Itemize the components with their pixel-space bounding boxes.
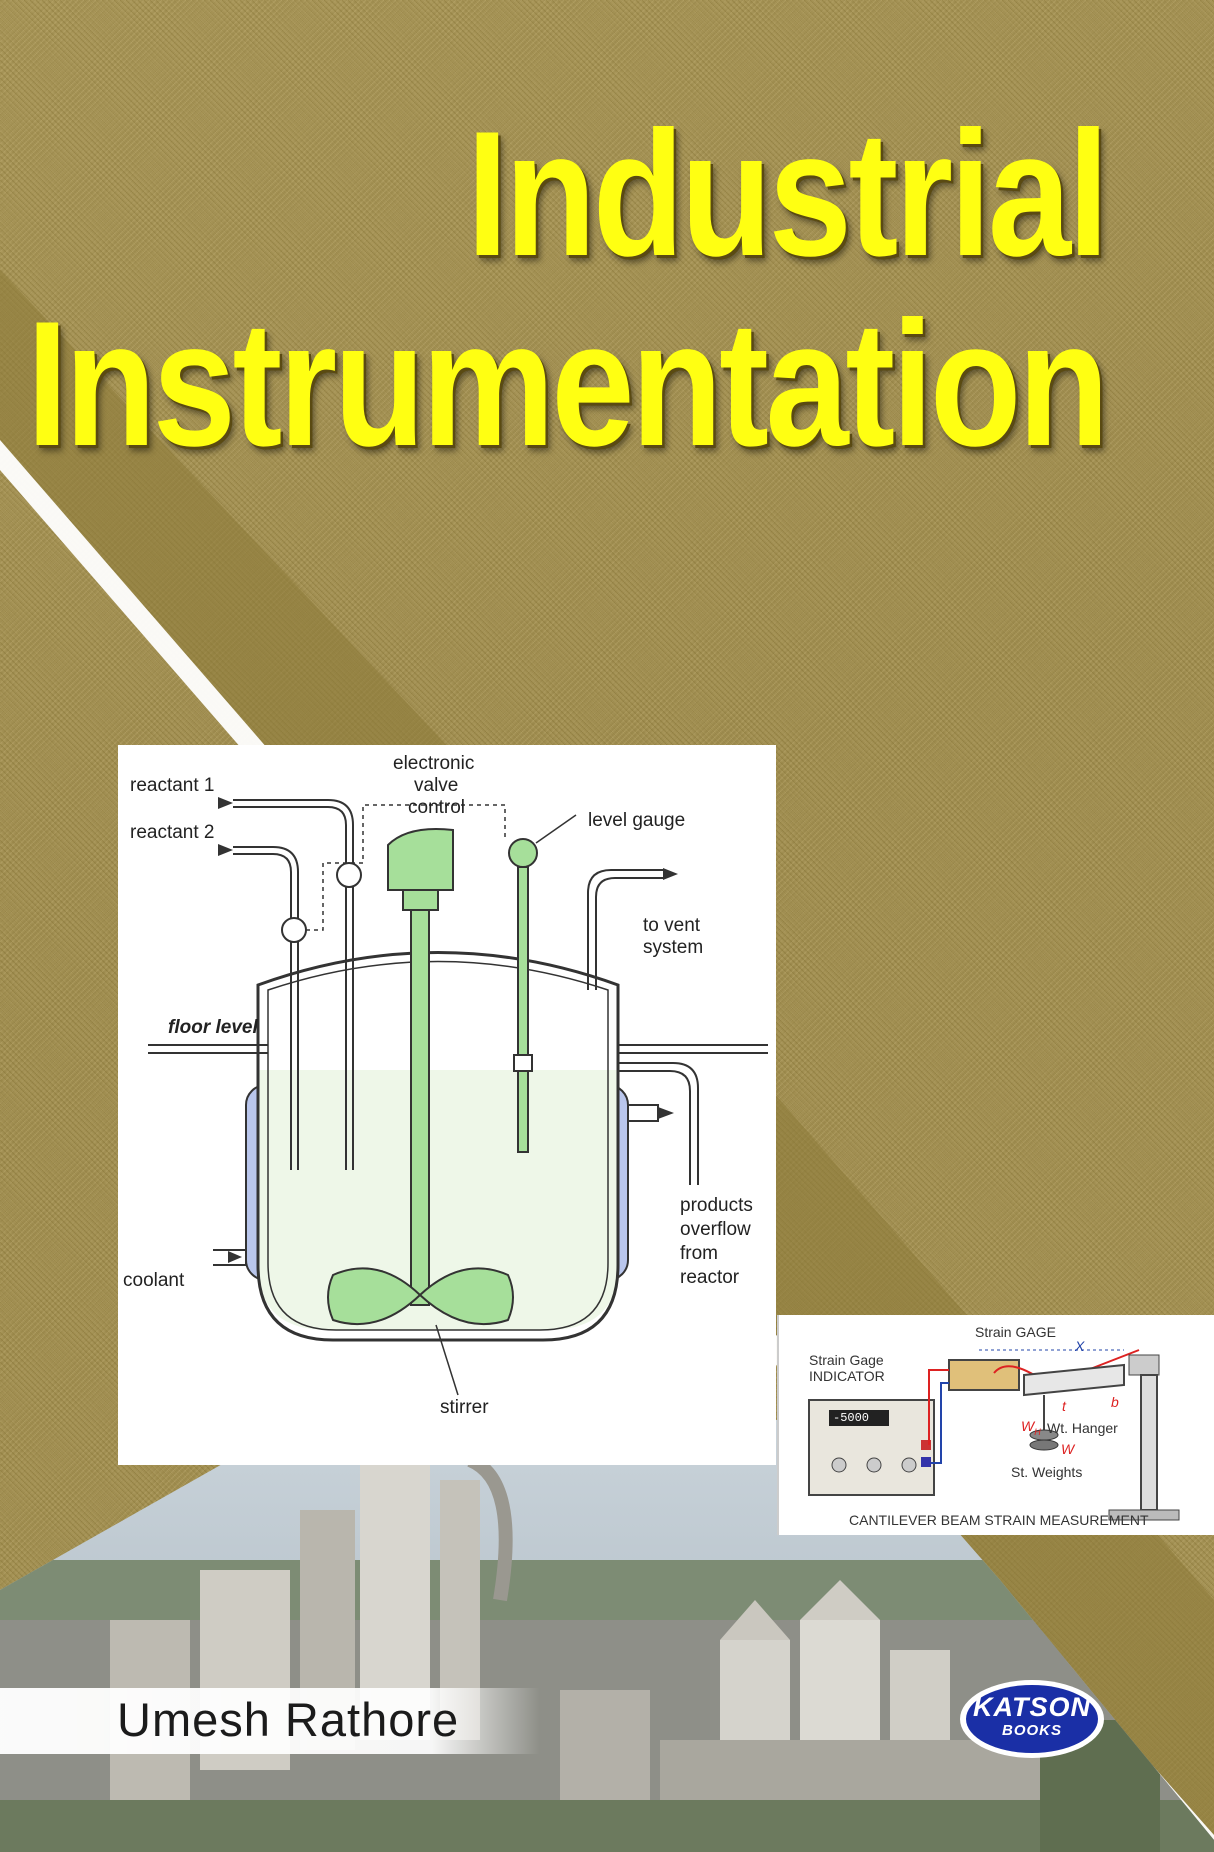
symbol-wh-main: W xyxy=(1021,1418,1035,1434)
label-electronic: electronic xyxy=(393,753,475,774)
label-control: control xyxy=(408,797,466,818)
book-title: Industrial Instrumentation xyxy=(0,94,1110,483)
label-indicator: INDICATOR xyxy=(809,1368,885,1384)
stirrer-motor xyxy=(387,828,454,891)
label-valve: valve xyxy=(414,775,459,796)
label-reactor: reactor xyxy=(680,1267,740,1288)
title-line-1: Industrial xyxy=(466,94,1110,293)
symbol-t: t xyxy=(1062,1398,1066,1414)
author-name: Umesh Rathore xyxy=(117,1693,460,1746)
symbol-b: b xyxy=(1111,1394,1119,1410)
label-system: system xyxy=(643,937,704,958)
logo-text-katson: KATSON xyxy=(973,1692,1091,1722)
label-strain-gage: Strain Gage xyxy=(809,1352,884,1368)
author-band xyxy=(0,1688,540,1754)
symbol-x: X xyxy=(1075,1338,1085,1354)
logo-text-books: BOOKS xyxy=(1001,1722,1062,1739)
label-coolant: coolant xyxy=(123,1270,185,1291)
reactor-vessel xyxy=(256,951,620,1342)
label-floor-level: floor level xyxy=(168,1017,258,1038)
label-wt-hanger: Wt. Hanger xyxy=(1047,1420,1118,1436)
label-st-weights: St. Weights xyxy=(1011,1464,1083,1480)
valve-1 xyxy=(281,917,307,943)
reactor-diagram: reactant 1 reactant 2 electronic valve c… xyxy=(118,745,776,1465)
stirrer-shaft xyxy=(410,909,430,1306)
label-products: products xyxy=(680,1195,753,1216)
symbol-wh: WH xyxy=(1021,1418,1041,1438)
strain-gage-block xyxy=(948,1359,1020,1391)
label-from: from xyxy=(680,1243,718,1264)
title-line-2: Instrumentation xyxy=(26,284,1110,483)
label-to-vent: to vent xyxy=(643,915,701,936)
stirrer-impeller xyxy=(327,1267,514,1326)
strain-gage-diagram: Strain Gage INDICATOR Strain GAGE -5000 … xyxy=(777,1315,1214,1535)
label-level-gauge: level gauge xyxy=(588,810,686,831)
logo-ellipse xyxy=(960,1680,1104,1758)
symbol-w: W xyxy=(1061,1441,1075,1457)
indicator-display: -5000 xyxy=(833,1411,870,1425)
symbol-wh-sub: H xyxy=(1034,1426,1041,1437)
label-overflow: overflow xyxy=(680,1219,751,1240)
label-stirrer: stirrer xyxy=(440,1397,489,1418)
strain-gage-drawing xyxy=(808,1349,1180,1521)
reactor-drawing xyxy=(148,797,768,1396)
valve-2 xyxy=(336,862,362,888)
label-strain-gage-top: Strain GAGE xyxy=(975,1324,1056,1340)
level-gauge-bulb xyxy=(508,838,538,868)
katson-books-logo: KATSON BOOKS xyxy=(958,1678,1106,1760)
label-reactant-2: reactant 2 xyxy=(130,822,215,843)
label-reactant-1: reactant 1 xyxy=(130,775,215,796)
cantilever-beam xyxy=(1023,1363,1125,1397)
strain-caption: CANTILEVER BEAM STRAIN MEASUREMENT xyxy=(849,1512,1149,1528)
